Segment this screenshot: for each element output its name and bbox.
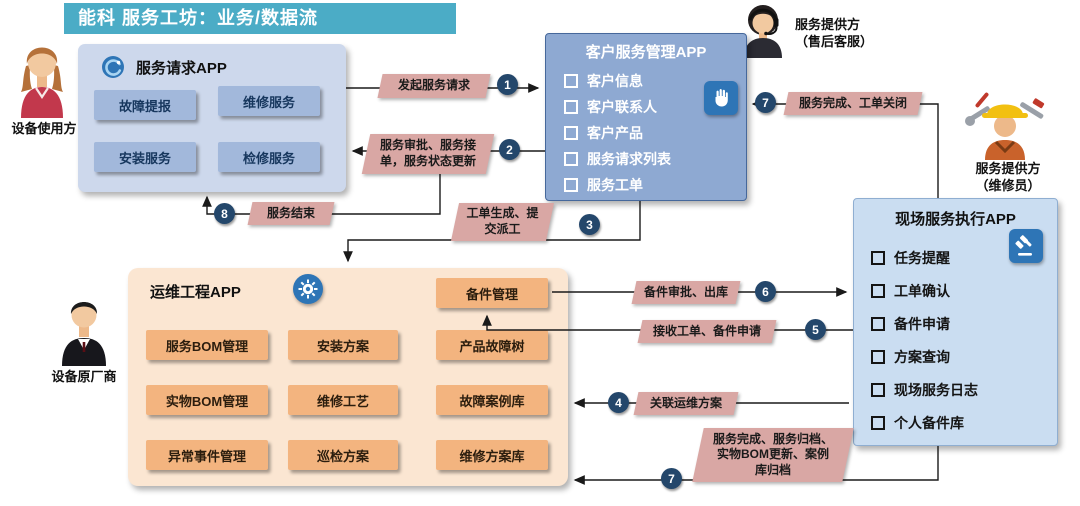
- app-button-repair-service: 维修服务: [218, 86, 320, 116]
- checkbox-icon: [871, 316, 885, 331]
- list-item: 工单确认: [871, 274, 978, 307]
- flow-label-link-om-plan: 关联运维方案: [633, 392, 739, 415]
- flow-step-badge-2: 2: [499, 139, 520, 160]
- module-button-fault-case-lib: 故障案例库: [436, 385, 548, 415]
- list-item-label: 个人备件库: [894, 414, 964, 431]
- arrow-7-complete-close: [751, 99, 939, 198]
- technician-avatar-icon: [965, 92, 1045, 160]
- customer-service-app-title: 客户服务管理APP: [585, 44, 707, 61]
- flow-step-badge-1: 1: [497, 74, 518, 95]
- list-item-label: 方案查询: [894, 348, 950, 365]
- list-item: 服务工单: [564, 172, 671, 198]
- list-item-label: 服务请求列表: [587, 151, 671, 167]
- list-item: 个人备件库: [871, 406, 978, 439]
- list-item: 服务请求列表: [564, 146, 671, 172]
- list-item: 任务提醒: [871, 241, 978, 274]
- flow-step-badge-5: 5: [805, 319, 826, 340]
- equipment-user-label: 设备使用方: [11, 121, 77, 136]
- gavel-icon: [1009, 229, 1043, 263]
- checkbox-icon: [564, 100, 578, 114]
- list-item-label: 服务工单: [587, 177, 643, 193]
- flow-step-badge-7a: 7: [755, 92, 776, 113]
- app-button-overhaul-service: 检修服务: [218, 142, 320, 172]
- checkbox-icon: [564, 178, 578, 192]
- field-service-app-list: 任务提醒 工单确认 备件申请 方案查询 现场服务日志 个人备件库: [871, 241, 978, 439]
- om-engineering-app-title: 运维工程APP: [150, 284, 241, 301]
- list-item-label: 客户联系人: [587, 99, 657, 115]
- flow-label-archive: 服务完成、服务归档、 实物BOM更新、案例 库归档: [692, 428, 854, 482]
- field-service-app-box: 现场服务执行APP 任务提醒 工单确认 备件申请 方案查询 现场服务日志 个人备…: [853, 198, 1058, 446]
- list-item: 现场服务日志: [871, 373, 978, 406]
- checkbox-icon: [564, 126, 578, 140]
- module-button-exception-event: 异常事件管理: [146, 440, 268, 470]
- female-user-avatar-icon: [21, 47, 63, 118]
- flow-step-badge-7b: 7: [661, 468, 682, 489]
- field-service-app-title: 现场服务执行APP: [895, 211, 1016, 228]
- list-item-label: 现场服务日志: [894, 381, 978, 398]
- list-item: 客户产品: [564, 120, 671, 146]
- module-button-spare-parts: 备件管理: [436, 278, 548, 308]
- flow-step-badge-3: 3: [579, 214, 600, 235]
- list-item: 客户信息: [564, 68, 671, 94]
- module-button-physical-bom: 实物BOM管理: [146, 385, 268, 415]
- checkbox-icon: [564, 152, 578, 166]
- customer-service-app-list: 客户信息 客户联系人 客户产品 服务请求列表 服务工单: [564, 68, 671, 198]
- flow-label-parts-approve-outbound: 备件审批、出库: [631, 281, 741, 304]
- hand-icon: [704, 81, 738, 115]
- module-button-fault-tree: 产品故障树: [436, 330, 548, 360]
- businessman-avatar-icon: [62, 302, 106, 366]
- checkbox-icon: [871, 382, 885, 397]
- flow-step-badge-4: 4: [608, 392, 629, 413]
- service-request-app-box: 服务请求APP 故障提报 维修服务 安装服务 检修服务: [78, 44, 346, 192]
- provider-technician-figure: [965, 88, 1045, 160]
- oem-label: 设备原厂商: [51, 369, 117, 384]
- list-item-label: 备件申请: [894, 315, 950, 332]
- provider-support-label: 服务提供方 （售后客服）: [795, 17, 874, 49]
- support-agent-avatar-icon: [744, 5, 782, 58]
- module-button-service-bom: 服务BOM管理: [146, 330, 268, 360]
- list-item-label: 任务提醒: [894, 249, 950, 266]
- list-item: 方案查询: [871, 340, 978, 373]
- equipment-user-figure: [10, 36, 74, 118]
- service-request-app-logo-icon: [98, 52, 128, 82]
- flow-step-badge-6: 6: [755, 281, 776, 302]
- list-item: 备件申请: [871, 307, 978, 340]
- slide-title-banner: 能科 服务工坊：业务/数据流: [64, 3, 456, 34]
- oem-figure: [52, 292, 116, 366]
- flow-label-initiate-request: 发起服务请求: [377, 74, 491, 98]
- flow-label-approve-accept: 服务审批、服务接 单，服务状态更新: [361, 134, 495, 174]
- provider-support-figure: [737, 0, 789, 58]
- module-button-repair-process: 维修工艺: [288, 385, 398, 415]
- flow-step-badge-8: 8: [214, 203, 235, 224]
- checkbox-icon: [871, 349, 885, 364]
- customer-service-app-box: 客户服务管理APP 客户信息 客户联系人 客户产品 服务请求列表 服务工单: [545, 33, 747, 201]
- app-button-install-service: 安装服务: [94, 142, 196, 172]
- checkbox-icon: [564, 74, 578, 88]
- checkbox-icon: [871, 283, 885, 298]
- flow-label-receive-order-parts: 接收工单、备件申请: [637, 320, 777, 343]
- om-engineering-app-box: 运维工程APP 服务BOM管理 实物BOM管理 异常事件管理 安装方案 维修工艺…: [128, 268, 568, 486]
- app-button-fault-report: 故障提报: [94, 90, 196, 120]
- module-button-inspection-plan: 巡检方案: [288, 440, 398, 470]
- list-item-label: 工单确认: [894, 282, 950, 299]
- flow-label-service-end: 服务结束: [247, 202, 335, 225]
- service-request-app-title: 服务请求APP: [136, 60, 227, 77]
- flow-label-complete-close: 服务完成、工单关闭: [783, 92, 923, 115]
- list-item-label: 客户产品: [587, 125, 643, 141]
- checkbox-icon: [871, 250, 885, 265]
- list-item-label: 客户信息: [587, 73, 643, 89]
- module-button-install-plan: 安装方案: [288, 330, 398, 360]
- list-item: 客户联系人: [564, 94, 671, 120]
- provider-technician-label: 服务提供方 （维修员）: [975, 161, 1041, 193]
- checkbox-icon: [871, 415, 885, 430]
- gear-icon: [293, 274, 323, 304]
- module-button-repair-plan-lib: 维修方案库: [436, 440, 548, 470]
- flow-label-order-dispatch: 工单生成、提 交派工: [450, 203, 555, 241]
